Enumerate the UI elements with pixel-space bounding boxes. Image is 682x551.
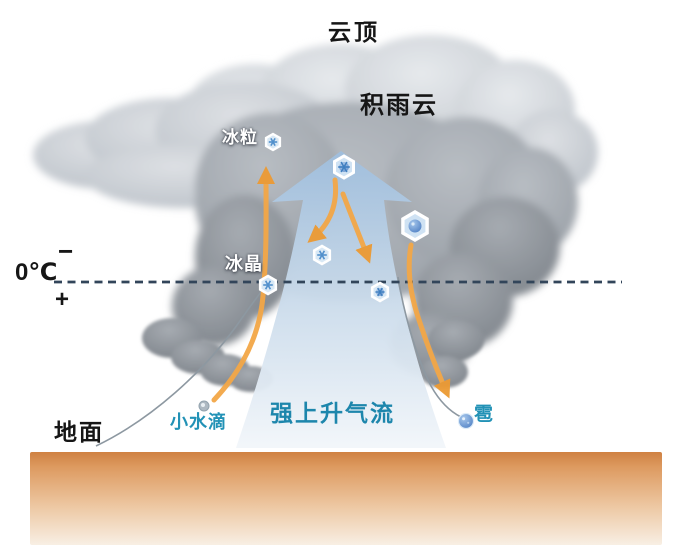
freezing-point-label: 0℃ xyxy=(15,259,58,286)
cumulonimbus-label: 积雨云 xyxy=(360,92,438,119)
updraft-arrow xyxy=(236,151,446,448)
trajectory-arrow-down-middle xyxy=(340,191,373,264)
trajectory-arrow-hail-fall xyxy=(406,242,451,399)
funnel-outline-left xyxy=(95,285,266,447)
ice-pellet-label: 冰粒 xyxy=(222,128,258,147)
ground-surface xyxy=(30,452,662,545)
ice-crystal-icon xyxy=(258,274,278,296)
cumulonimbus-cloud xyxy=(33,35,598,377)
water-droplet-icon xyxy=(198,400,210,412)
snowflake-icon-lower-right xyxy=(370,281,390,303)
water-droplet-label: 小水滴 xyxy=(170,412,227,432)
hail-embryo-icon xyxy=(401,210,429,242)
strong-updraft-label: 强上升气流 xyxy=(270,400,395,426)
trajectory-arrow-down-left xyxy=(307,177,339,243)
ice-pellet-icon xyxy=(264,132,282,152)
ice-crystal-label: 冰晶 xyxy=(225,254,263,274)
minus-sign-label: − xyxy=(58,236,74,266)
cloud-top-label: 云顶 xyxy=(328,19,380,45)
plus-sign-label: + xyxy=(55,286,70,313)
funnel-outline-right xyxy=(397,276,462,418)
cloud-base-scallops xyxy=(142,318,484,392)
snowflake-icon-upper xyxy=(333,154,355,180)
hailstone-icon xyxy=(457,412,475,430)
hail-label: 雹 xyxy=(474,404,494,425)
trajectory-arrow-updraft-left xyxy=(211,166,276,403)
snowflake-icon-mid xyxy=(312,244,332,266)
ground-label: 地面 xyxy=(54,419,104,445)
